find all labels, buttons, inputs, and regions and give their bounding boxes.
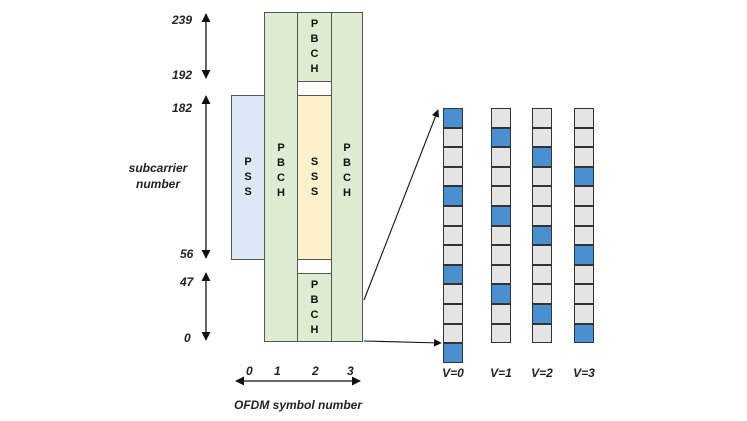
x-tick-3: 3 (347, 364, 354, 378)
dmrs-cell (532, 323, 552, 344)
dmrs-cell (443, 127, 463, 148)
x-tick-1: 1 (274, 364, 281, 378)
y-tick-192: 192 (172, 68, 193, 82)
dmrs-cell (532, 304, 552, 324)
dmrs-column-label: V=3 (573, 366, 595, 380)
dmrs-cell (443, 166, 463, 187)
dmrs-cell (532, 186, 552, 206)
dmrs-cell (532, 166, 552, 187)
dmrs-cell (574, 225, 594, 246)
dmrs-cell (443, 108, 463, 128)
dmrs-cell (574, 304, 594, 324)
pss-label: P S S (244, 156, 252, 198)
dmrs-cell (574, 166, 594, 187)
dmrs-cell (574, 108, 594, 128)
dmrs-cell (443, 304, 463, 324)
sss-block: S S S (297, 95, 332, 260)
dmrs-cell (574, 206, 594, 226)
dmrs-cell (491, 127, 511, 148)
dmrs-cell (491, 166, 511, 187)
pbch-right-block: P B C H (331, 12, 363, 342)
dmrs-cell (532, 147, 552, 167)
dmrs-cell (574, 245, 594, 265)
dmrs-cell (574, 186, 594, 206)
dmrs-cell (532, 206, 552, 226)
pbch-top-label: P B C H (310, 18, 319, 75)
dmrs-cell (443, 264, 463, 285)
dmrs-cell (574, 323, 594, 344)
dmrs-cell (574, 127, 594, 148)
pbch-right-label: P B C H (343, 142, 351, 199)
dmrs-cell (532, 284, 552, 304)
y-axis-label: subcarrier number (128, 161, 188, 191)
x-tick-2: 2 (312, 364, 319, 378)
pss-block: P S S (231, 95, 265, 260)
dmrs-cell (532, 108, 552, 128)
pbch-left-label: P B C H (277, 142, 285, 199)
dmrs-column-label: V=0 (442, 366, 464, 380)
dmrs-cell (532, 225, 552, 246)
dmrs-cell (574, 284, 594, 304)
dmrs-cell (532, 245, 552, 265)
dmrs-cell (491, 323, 511, 344)
zoom-line-lower (363, 338, 442, 347)
dmrs-cell (443, 245, 463, 265)
x-axis-label: OFDM symbol number (233, 398, 362, 412)
dmrs-column-label: V=1 (490, 366, 512, 380)
y-tick-56: 56 (180, 247, 194, 261)
dmrs-cell (491, 264, 511, 285)
pbch-top-block: P B C H (297, 12, 332, 82)
dmrs-cell (491, 206, 511, 226)
pbch-bottom-label: P B C H (310, 278, 319, 336)
zoom-line-upper (363, 109, 440, 301)
dmrs-cell (574, 264, 594, 285)
dmrs-cell (491, 225, 511, 246)
dmrs-cell (443, 186, 463, 206)
y-tick-47: 47 (180, 275, 194, 289)
dmrs-cell (443, 284, 463, 304)
dmrs-cell (443, 323, 463, 344)
dmrs-cell (491, 304, 511, 324)
y-tick-0: 0 (184, 331, 191, 345)
dmrs-cell (443, 343, 463, 363)
x-tick-0: 0 (246, 364, 253, 378)
dmrs-cell (532, 127, 552, 148)
dmrs-cell (443, 147, 463, 167)
pbch-left-block: P B C H (264, 12, 298, 342)
dmrs-cell (443, 206, 463, 226)
dmrs-cell (491, 108, 511, 128)
dmrs-column-label: V=2 (531, 366, 553, 380)
sss-label: S S S (310, 156, 319, 198)
dmrs-cell (491, 245, 511, 265)
dmrs-cell (574, 147, 594, 167)
y-tick-239: 239 (172, 13, 193, 27)
dmrs-cell (491, 186, 511, 206)
dmrs-cell (491, 147, 511, 167)
dmrs-cell (491, 284, 511, 304)
pbch-bottom-block: P B C H (297, 273, 332, 342)
y-tick-182: 182 (172, 101, 193, 115)
dmrs-cell (532, 264, 552, 285)
dmrs-cell (443, 225, 463, 246)
